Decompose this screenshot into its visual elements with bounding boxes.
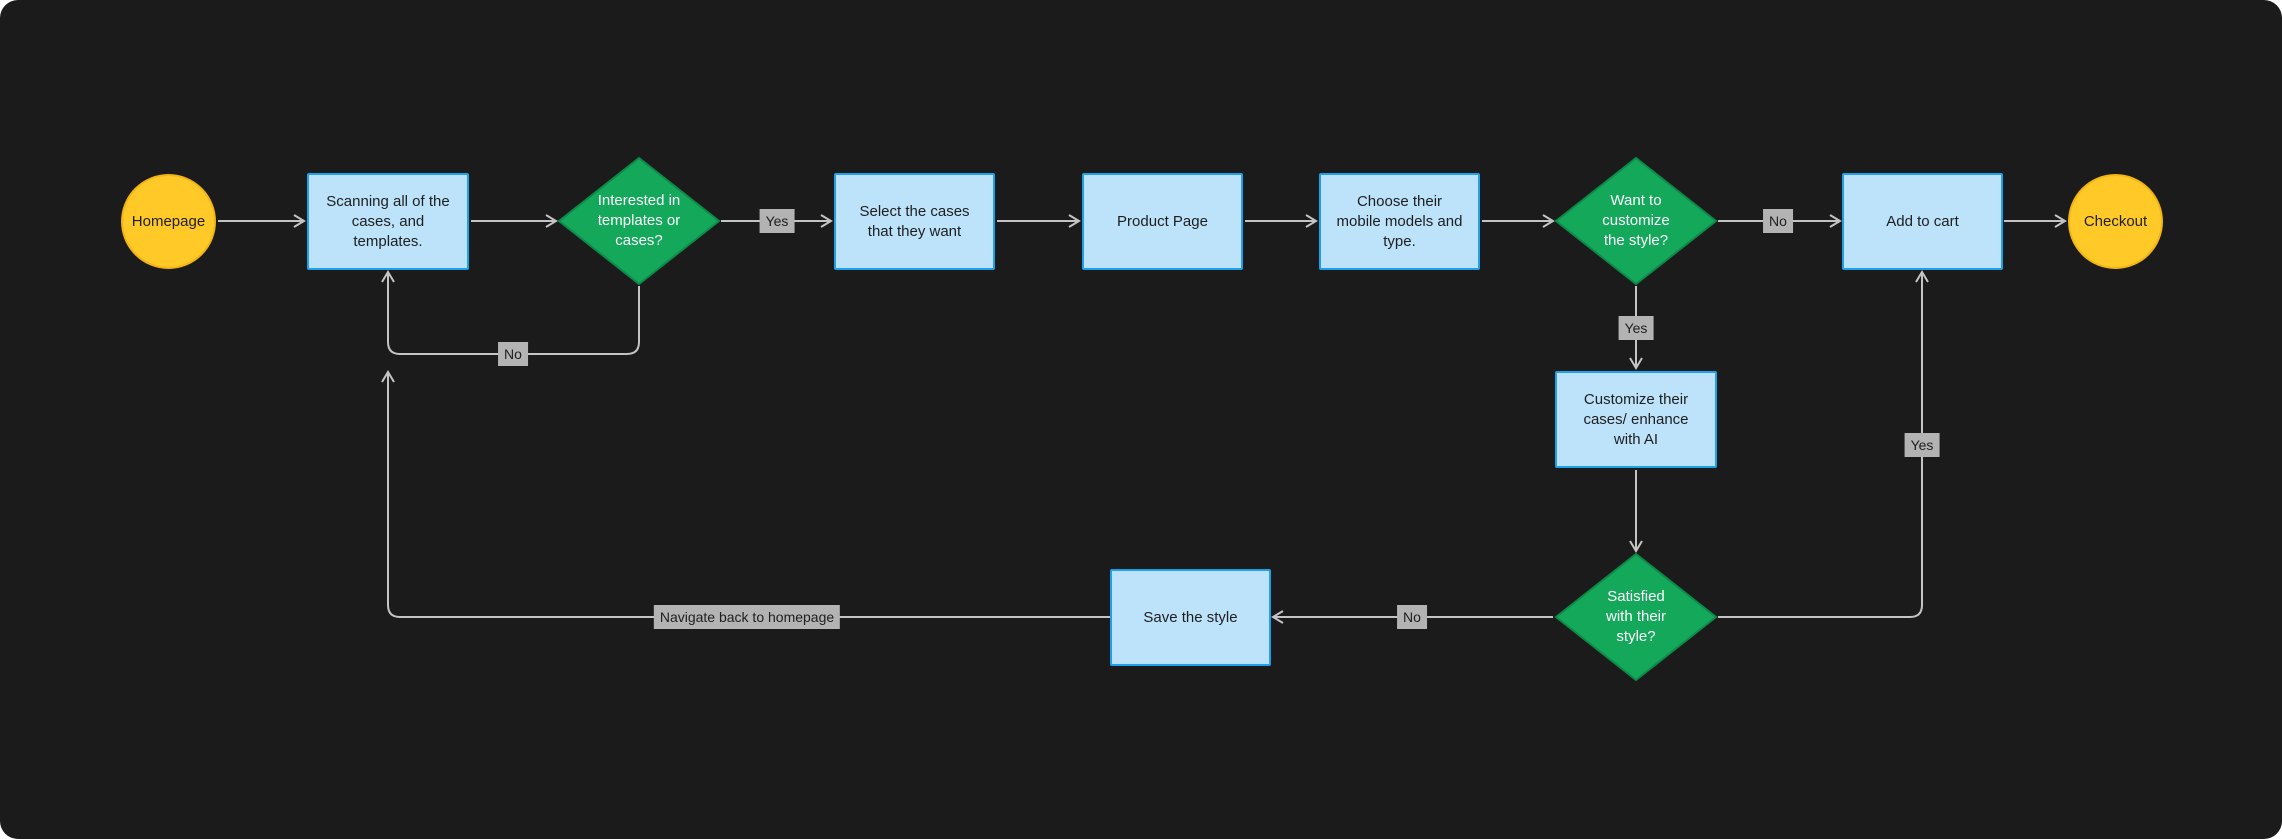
checkout-node: Checkout bbox=[2068, 174, 2163, 269]
product-page-label: Product Page bbox=[1117, 212, 1208, 230]
edge-save-navigate-scanning bbox=[381, 370, 1110, 618]
homepage-label: Homepage bbox=[131, 212, 206, 230]
select-cases-node: Select the cases that they want bbox=[834, 173, 995, 270]
scanning-label: Scanning all of the cases, and templates… bbox=[326, 192, 450, 250]
customize-cases-node: Customize their cases/ enhance with AI bbox=[1555, 371, 1717, 468]
want-customize-label: Want to customize the style? bbox=[1602, 192, 1670, 249]
decision-diamond-shape bbox=[1554, 552, 1718, 682]
choose-models-label: Choose their mobile models and type. bbox=[1336, 192, 1463, 250]
choose-models-node: Choose their mobile models and type. bbox=[1319, 173, 1480, 270]
satisfied-decision-node: Satisfied with their style? bbox=[1554, 552, 1718, 682]
customize-cases-label: Customize their cases/ enhance with AI bbox=[1583, 390, 1689, 448]
satisfied-label: Satisfied with their style? bbox=[1605, 588, 1667, 645]
add-to-cart-label: Add to cart bbox=[1886, 212, 1959, 230]
checkout-label: Checkout bbox=[2083, 212, 2148, 230]
add-to-cart-node: Add to cart bbox=[1842, 173, 2003, 270]
select-cases-label: Select the cases that they want bbox=[859, 202, 970, 240]
edge-label-customize-yes: Yes bbox=[1618, 316, 1654, 340]
want-customize-decision-node: Want to customize the style? bbox=[1554, 156, 1718, 286]
decision-diamond-shape bbox=[1554, 156, 1718, 286]
edge-label-satisfied-no: No bbox=[1397, 605, 1427, 629]
edge-label-navigate-back: Navigate back to homepage bbox=[653, 605, 841, 629]
save-style-node: Save the style bbox=[1110, 569, 1271, 666]
product-page-node: Product Page bbox=[1082, 173, 1243, 270]
homepage-node: Homepage bbox=[121, 174, 216, 269]
interested-decision-node: Interested in templates or cases? bbox=[557, 156, 721, 286]
edge-label-interested-yes: Yes bbox=[759, 209, 795, 233]
edge-label-customize-no: No bbox=[1763, 209, 1793, 233]
interested-label: Interested in templates or cases? bbox=[597, 192, 681, 249]
save-style-label: Save the style bbox=[1143, 608, 1238, 626]
edge-label-satisfied-yes: Yes bbox=[1904, 433, 1940, 457]
decision-diamond-shape bbox=[557, 156, 721, 286]
edge-satisfied-yes-addcart bbox=[1718, 270, 1929, 618]
edge-label-interested-no: No bbox=[498, 342, 528, 366]
scanning-node: Scanning all of the cases, and templates… bbox=[307, 173, 469, 270]
